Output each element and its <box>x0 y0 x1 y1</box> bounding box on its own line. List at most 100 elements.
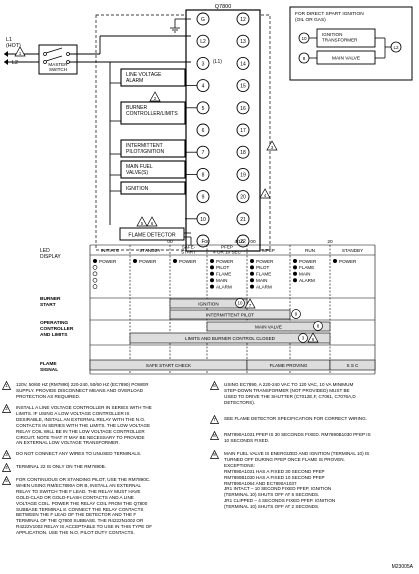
led-label: POWER <box>139 259 157 264</box>
spark-terminal-8: 8 <box>303 56 306 61</box>
terminal-right-18 <box>236 145 250 159</box>
terminal-left-label: 7 <box>202 150 205 156</box>
ground-symbol <box>170 18 191 33</box>
note-ref-number: 3 <box>302 336 305 341</box>
led-indicator-off <box>92 265 98 270</box>
master-switch-box <box>38 44 78 75</box>
terminal-left-label: 4 <box>202 84 205 90</box>
terminal-3-suffix: (L1) <box>213 59 222 65</box>
phase-label: STANDBY <box>139 248 160 253</box>
ignition-bar-label: IGNITION <box>198 301 218 306</box>
led-indicator <box>210 259 214 263</box>
note-ref-triangle <box>149 91 161 102</box>
terminal-left-F <box>196 234 210 248</box>
led-indicator <box>93 259 97 263</box>
led-label: PILOT <box>216 265 229 270</box>
led-label: MAIN <box>299 272 310 277</box>
terminal-right-label: 17 <box>240 128 246 134</box>
terminal-right-21 <box>236 212 250 226</box>
terminal-left-label: G <box>201 17 205 23</box>
terminal-left-L2 <box>196 34 210 48</box>
led-indicator <box>210 271 214 276</box>
led-indicator <box>293 265 297 270</box>
time-label: 20 <box>327 239 333 245</box>
note-ref-triangle <box>14 46 26 57</box>
time-label: 00 <box>250 239 256 245</box>
led-indicator <box>210 278 214 283</box>
note-ref-triangle <box>146 216 158 227</box>
terminal-right-label: 14 <box>240 61 246 67</box>
terminal-right-label: 16 <box>240 106 246 112</box>
led-indicator <box>293 259 297 263</box>
time-label: 00 <box>167 239 173 245</box>
note-ref-circle <box>291 309 301 319</box>
load-box <box>120 139 186 158</box>
terminal-right-label: 13 <box>240 39 246 45</box>
terminal-left-6 <box>196 123 210 137</box>
l1-hot-label: L1(HOT) <box>6 37 21 49</box>
main-valve-bar-label: MAIN VALVE <box>255 324 282 329</box>
terminal-right-22 <box>236 234 250 248</box>
time-label: 4/10 <box>234 239 244 245</box>
terminal-right-19 <box>236 167 250 181</box>
terminal-right-label: 18 <box>240 150 246 156</box>
led-label: POWER <box>216 259 234 264</box>
led-indicator-off <box>92 284 98 289</box>
led-indicator <box>293 278 297 283</box>
device-label: Q7800 <box>215 4 232 10</box>
ssc-bar-label: S S C <box>347 363 360 368</box>
terminal-left-label: L2 <box>200 39 206 45</box>
limits-bar-label: LIMITS AND BURNER CONTROL CLOSED <box>185 336 276 341</box>
note-ref-triangle <box>307 332 319 343</box>
note-ref-circle <box>235 298 245 308</box>
phase-label: SAFE-START <box>181 245 196 255</box>
intermittent-pilot-bar-label: INTERMITTENT PILOT <box>206 312 254 317</box>
main-valve-label: MAIN VALVE <box>332 56 360 62</box>
note-ref-number: 4 <box>264 193 267 198</box>
led-indicator <box>210 265 214 270</box>
led-indicator <box>133 259 137 263</box>
intermittent-pilot-bar <box>169 309 291 320</box>
ignition-bar <box>169 298 248 309</box>
terminal-right-15 <box>236 79 250 93</box>
terminal-right-label: 19 <box>240 172 246 178</box>
flame-detector-label: FLAME DETECTOR <box>128 233 175 239</box>
led-label: MAIN <box>216 278 227 283</box>
subbase-dashed-outline <box>95 14 271 251</box>
led-indicator <box>250 259 254 263</box>
note-ref-number: 2 <box>154 96 157 101</box>
terminal-right-17 <box>236 123 250 137</box>
note-ref-number: 5 <box>141 221 144 226</box>
terminal-right-label: 15 <box>240 84 246 90</box>
note-ref-number: 1 <box>19 51 22 56</box>
note-ref-number: 6 <box>151 221 154 226</box>
led-label: POWER <box>256 259 274 264</box>
terminal-right-16 <box>236 101 250 115</box>
flame-detector: FLAME DETECTOR <box>119 227 192 245</box>
load-label: IGNITION <box>126 186 149 192</box>
led-indicator <box>250 278 254 283</box>
terminal-left-label: 10 <box>200 217 206 223</box>
terminal-right-20 <box>236 190 250 204</box>
phase-label: INITIATE <box>101 248 120 253</box>
terminal-right-13 <box>236 34 250 48</box>
terminal-left-label: 6 <box>202 128 205 134</box>
note-ref-number: 8 <box>317 324 320 329</box>
terminal-left-label: F <box>201 239 204 245</box>
terminal-left-3 <box>196 56 210 70</box>
led-label: FLAME <box>256 272 271 277</box>
led-label: PILOT <box>256 265 269 270</box>
load-box <box>120 68 186 87</box>
note-ref-number: 9 <box>295 312 298 317</box>
led-label: ALARM <box>299 278 315 283</box>
drawing-id: M23005A <box>391 564 413 570</box>
led-label: FLAME <box>216 272 231 277</box>
spark-l2: L2 <box>393 45 399 50</box>
note-ref-circle <box>313 321 323 331</box>
limits-bar <box>129 332 331 344</box>
